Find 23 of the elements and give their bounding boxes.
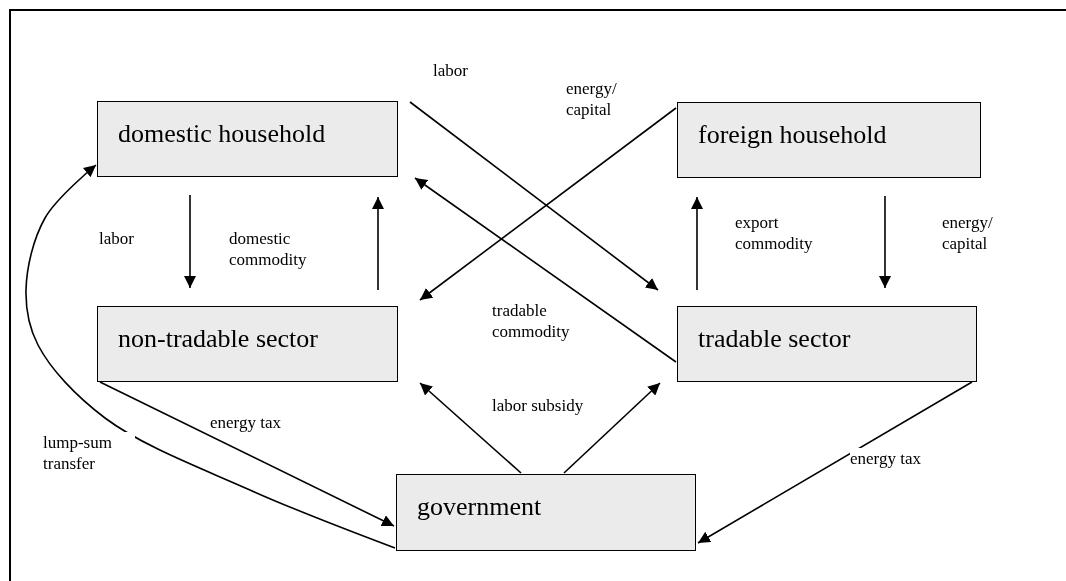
node-label: tradable sector <box>698 324 851 353</box>
arrow <box>409 101 659 291</box>
arrow <box>99 381 395 527</box>
arrow <box>25 164 396 549</box>
node-label: domestic household <box>118 119 326 148</box>
arrow <box>697 381 973 544</box>
arrow <box>879 195 891 289</box>
arrow <box>414 177 677 363</box>
arrow <box>419 382 522 474</box>
arrow <box>563 382 661 474</box>
sector-box <box>677 306 977 382</box>
sector-box <box>677 102 981 178</box>
sector-box <box>97 306 398 382</box>
sector-box <box>97 101 398 177</box>
arrow <box>184 194 196 289</box>
node-label: government <box>417 492 542 521</box>
arrow <box>419 107 677 301</box>
sector-box <box>396 474 696 551</box>
arrow <box>691 196 703 291</box>
edge-label: energy tax <box>850 448 921 469</box>
node-label: foreign household <box>698 120 887 149</box>
arrow <box>372 196 384 291</box>
node-label: non-tradable sector <box>118 324 318 353</box>
